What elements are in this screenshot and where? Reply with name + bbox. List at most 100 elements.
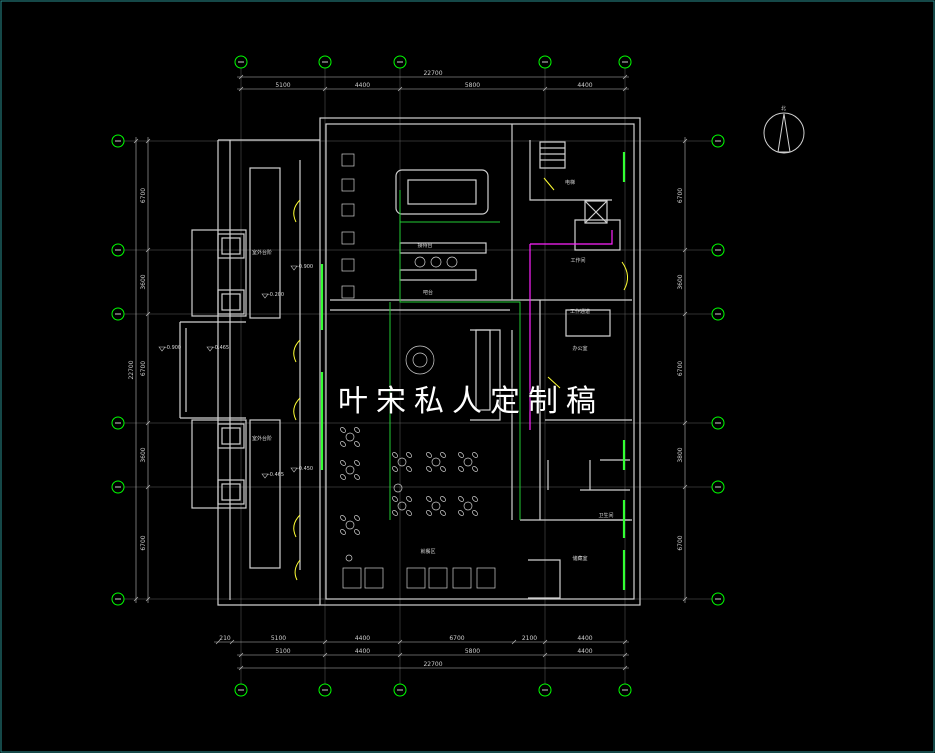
chair — [392, 452, 398, 458]
chair — [354, 529, 360, 535]
lounge-chair — [341, 231, 355, 245]
chair — [440, 510, 446, 516]
feature-circle-inner — [412, 352, 428, 368]
chair — [340, 529, 346, 535]
dim-tick — [238, 652, 244, 658]
chair — [426, 510, 432, 516]
grid-bubble — [711, 480, 725, 494]
grid-bubble — [711, 243, 725, 257]
level-label: -0.200 — [268, 292, 284, 298]
booth-seat — [476, 567, 496, 589]
lounge-chair — [341, 203, 355, 217]
dim-tick — [238, 74, 244, 80]
level-label: -0.450 — [297, 466, 313, 472]
dim-tick — [682, 311, 688, 317]
watermark-text: 叶宋私人定制稿 — [338, 384, 604, 419]
dining-table — [340, 515, 360, 535]
chair — [426, 496, 432, 502]
dining-table — [458, 496, 478, 516]
dim-text: 6700 — [677, 188, 684, 203]
dim-tick — [542, 639, 548, 645]
dim-text: 4400 — [577, 82, 592, 89]
level-label: -0.465 — [213, 345, 229, 351]
dim-text: 4400 — [355, 82, 370, 89]
grid-bubble — [318, 55, 332, 69]
chair — [406, 496, 412, 502]
planter — [393, 483, 403, 493]
table-top — [431, 501, 441, 511]
chair — [472, 510, 478, 516]
dim-tick — [397, 639, 403, 645]
chair — [340, 474, 346, 480]
level-mark — [290, 467, 298, 473]
dim-tick — [397, 86, 403, 92]
dim-text: 4400 — [577, 648, 592, 655]
grid-bubble — [711, 592, 725, 606]
dimension-lines — [133, 74, 688, 671]
dim-tick — [511, 639, 517, 645]
doors — [293, 177, 628, 581]
table-top — [345, 432, 355, 442]
dim-tick — [622, 639, 628, 645]
room-label-dining: 就餐区 — [420, 548, 435, 555]
dining-table — [458, 452, 478, 472]
dim-tick — [322, 639, 328, 645]
lounge-chair — [341, 153, 355, 167]
dining-table — [340, 460, 360, 480]
chair — [340, 441, 346, 447]
grid-bubble — [111, 243, 125, 257]
level-label: -0.465 — [268, 472, 284, 478]
chair — [458, 496, 464, 502]
dim-tick — [322, 652, 328, 658]
dim-tick — [145, 484, 151, 490]
north-arrow: 北 — [763, 105, 805, 154]
grid-bubble — [111, 480, 125, 494]
dim-text: 5100 — [275, 82, 290, 89]
dim-tick — [322, 86, 328, 92]
dim-text: 3600 — [677, 274, 684, 289]
bar-stool — [446, 256, 458, 268]
dim-tick — [397, 652, 403, 658]
dim-text: 5100 — [271, 635, 286, 642]
dim-tick — [145, 420, 151, 426]
dining-table — [426, 496, 446, 516]
chair — [354, 460, 360, 466]
grid-bubble — [618, 55, 632, 69]
bar-stool — [430, 256, 442, 268]
dim-tick — [622, 652, 628, 658]
grid-bubble — [393, 683, 407, 697]
dim-text: 4400 — [577, 635, 592, 642]
chair — [458, 510, 464, 516]
dim-text: 210 — [219, 635, 231, 642]
grid-bubble — [111, 592, 125, 606]
dim-text: 6700 — [140, 535, 147, 550]
dim-tick — [145, 596, 151, 602]
grid-bubble — [111, 134, 125, 148]
level-labels: -0.900-0.465-0.200-0.900-0.465-0.450 — [158, 264, 313, 479]
dim-text: 3600 — [140, 274, 147, 289]
chair — [354, 427, 360, 433]
level-mark — [158, 346, 166, 352]
room-label-elevator: 电梯 — [565, 179, 575, 186]
chair — [406, 452, 412, 458]
dim-text: 6700 — [677, 361, 684, 376]
chair — [354, 474, 360, 480]
dim-tick — [682, 484, 688, 490]
dim-text: 6700 — [140, 361, 147, 376]
building-walls — [179, 117, 641, 606]
lounge-chair — [341, 178, 355, 192]
dim-tick — [238, 86, 244, 92]
grid-bubble — [711, 134, 725, 148]
chair — [458, 466, 464, 472]
route-magenta — [529, 230, 613, 430]
chair — [440, 496, 446, 502]
dim-text: 5800 — [465, 648, 480, 655]
route-green — [389, 190, 521, 520]
grid-bubble — [538, 55, 552, 69]
dim-text: 22700 — [128, 360, 135, 379]
chair — [426, 466, 432, 472]
bar-stool — [414, 256, 426, 268]
dim-tick — [682, 138, 688, 144]
